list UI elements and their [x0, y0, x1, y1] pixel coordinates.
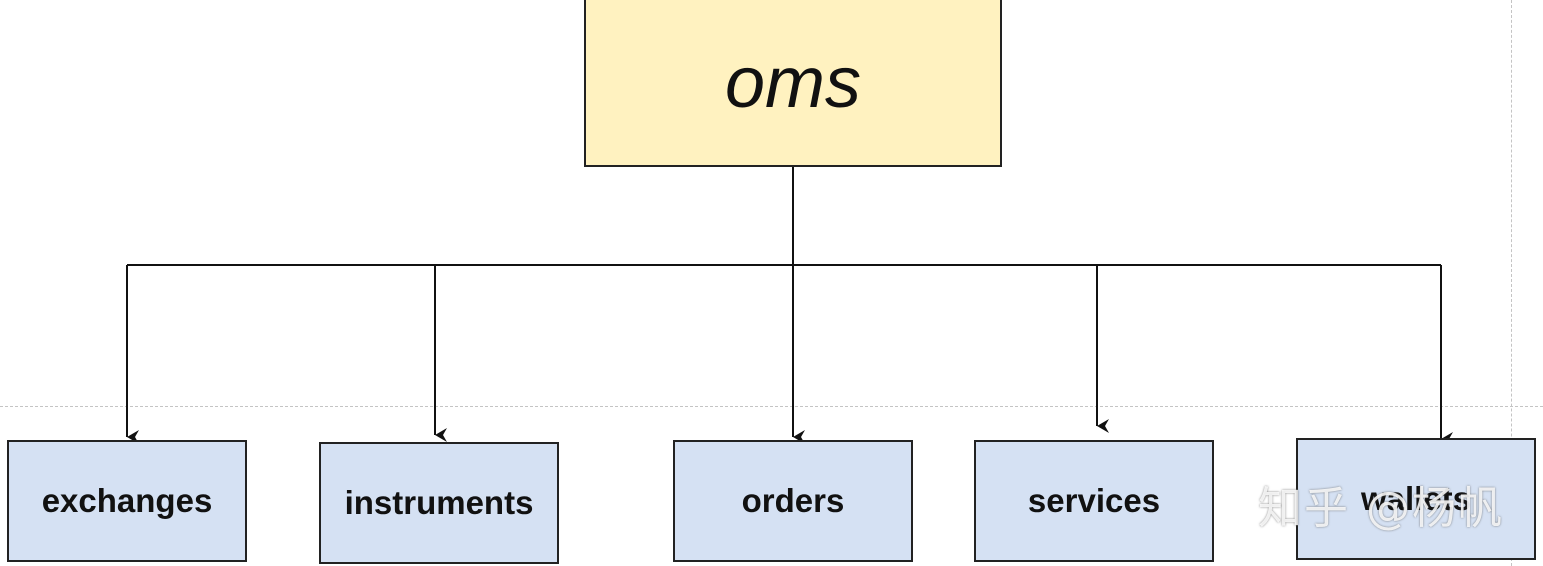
node-label: wallets	[1360, 480, 1472, 517]
node-label: services	[1027, 482, 1161, 519]
root-node-label: oms	[724, 42, 862, 123]
node-label: instruments	[344, 484, 534, 521]
node-label: orders	[741, 482, 845, 519]
node-exchanges[interactable]: exchanges	[7, 440, 247, 562]
node-services[interactable]: services	[974, 440, 1214, 562]
node-label: exchanges	[41, 482, 213, 519]
page-break-guide-vertical	[1511, 0, 1512, 566]
root-node-oms[interactable]: oms	[584, 0, 1002, 167]
watermark: 知乎 @杨帆	[1258, 483, 1504, 534]
node-orders[interactable]: orders	[673, 440, 913, 562]
node-instruments[interactable]: instruments	[319, 442, 559, 564]
node-wallets[interactable]: wallets	[1296, 438, 1536, 560]
page-break-guide-horizontal	[0, 406, 1543, 407]
